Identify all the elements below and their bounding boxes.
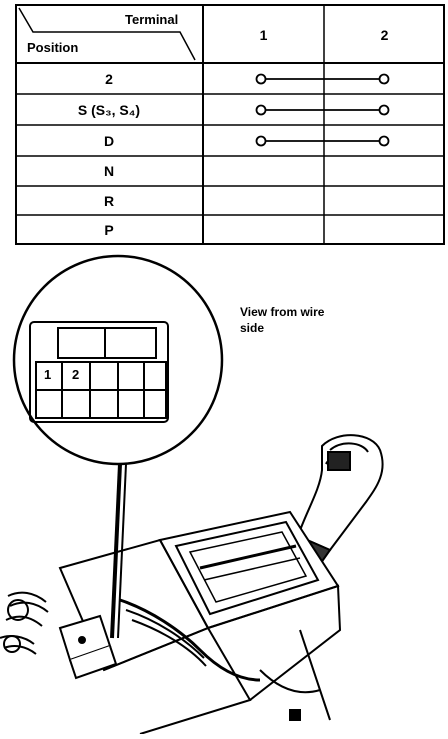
- continuity-table: Terminal Position 1 2 2 S (S₃, S₄) D N R…: [15, 4, 445, 245]
- row-label-p: P: [104, 222, 114, 238]
- header-diagonal: [18, 7, 196, 61]
- header-position-label: Position: [27, 40, 79, 55]
- view-note: View from wire side: [240, 305, 325, 335]
- row-label-r: R: [103, 193, 115, 209]
- shift-lever-illustration: 1 2: [0, 250, 448, 735]
- harness-connector: [58, 614, 118, 680]
- shifter-base: [58, 538, 342, 735]
- connection-row-d: [255, 135, 390, 147]
- illustration-drawing: [0, 254, 384, 735]
- connector-pin-2: 2: [72, 367, 80, 382]
- connector: [29, 321, 169, 423]
- column-header-2: 2: [380, 27, 389, 43]
- row-label-d: D: [103, 133, 115, 149]
- row-label-s: S (S₃, S₄): [77, 102, 141, 118]
- connection-row-s: [255, 104, 390, 116]
- row-label-n: N: [103, 163, 115, 179]
- connector-pin-1: 1: [44, 367, 52, 382]
- row-label-2: 2: [105, 71, 113, 87]
- column-header-1: 1: [259, 27, 268, 43]
- magnifier-circle: [12, 254, 224, 466]
- table-grid: [15, 4, 445, 245]
- left-cables: [0, 591, 49, 655]
- header-terminal-label: Terminal: [125, 12, 179, 27]
- connection-row-2: [255, 73, 390, 85]
